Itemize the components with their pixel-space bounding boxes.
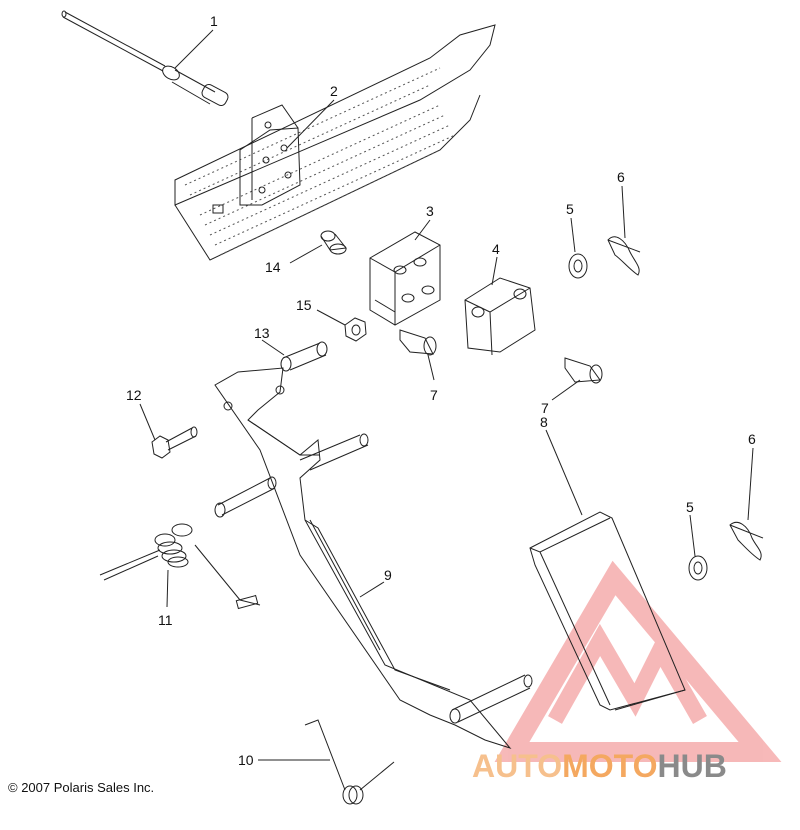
part-5-washer-lower xyxy=(688,555,708,581)
callout-15: 15 xyxy=(296,297,312,313)
part-4-housing xyxy=(464,277,536,356)
part-12-bolt xyxy=(151,426,198,459)
callout-8: 8 xyxy=(540,414,548,430)
part-5-washer-upper xyxy=(568,253,588,279)
part-7-bolt-right xyxy=(564,357,603,384)
callout-4: 4 xyxy=(492,241,500,257)
callout-10: 10 xyxy=(238,752,254,768)
part-13-sleeve xyxy=(280,341,328,372)
part-8-pedal-pad xyxy=(529,511,686,711)
part-2-frame xyxy=(174,24,496,261)
callout-14: 14 xyxy=(265,259,281,275)
callout-1: 1 xyxy=(210,13,218,29)
part-10-spring xyxy=(304,719,395,805)
leader-lines xyxy=(139,29,754,761)
callout-6-upper: 6 xyxy=(617,169,625,185)
callout-5-upper: 5 xyxy=(566,201,574,217)
part-11-spring xyxy=(99,523,261,610)
watermark-auto: AUTO xyxy=(472,748,563,784)
callout-13: 13 xyxy=(254,325,270,341)
part-9-pedal-arm xyxy=(214,367,533,749)
callout-11: 11 xyxy=(158,612,173,628)
callout-5-lower: 5 xyxy=(686,499,694,515)
callout-9: 9 xyxy=(384,567,392,583)
watermark-logo-icon xyxy=(494,560,782,762)
callout-12: 12 xyxy=(126,387,142,403)
watermark-text: AUTOMOTOHUB xyxy=(472,750,727,782)
copyright-notice: © 2007 Polaris Sales Inc. xyxy=(8,780,155,795)
part-6-clip-upper xyxy=(607,236,641,276)
watermark-moto: MOTO xyxy=(562,748,658,784)
part-1-rod xyxy=(61,10,229,107)
part-3-block xyxy=(369,231,441,326)
watermark-hub: HUB xyxy=(657,748,727,784)
callout-7-upper: 7 xyxy=(430,387,438,403)
callout-labels: 1 2 3 4 5 6 7 7 8 9 10 11 12 13 14 15 5 … xyxy=(126,13,756,768)
part-7-bolt-upper xyxy=(399,329,437,356)
callout-3: 3 xyxy=(426,203,434,219)
part-15-nut xyxy=(344,317,367,342)
part-14-bushing xyxy=(320,230,347,255)
callout-2: 2 xyxy=(330,83,338,99)
part-6-clip-lower xyxy=(729,521,764,561)
callout-7-right: 7 xyxy=(541,400,549,416)
callout-6-lower: 6 xyxy=(748,431,756,447)
